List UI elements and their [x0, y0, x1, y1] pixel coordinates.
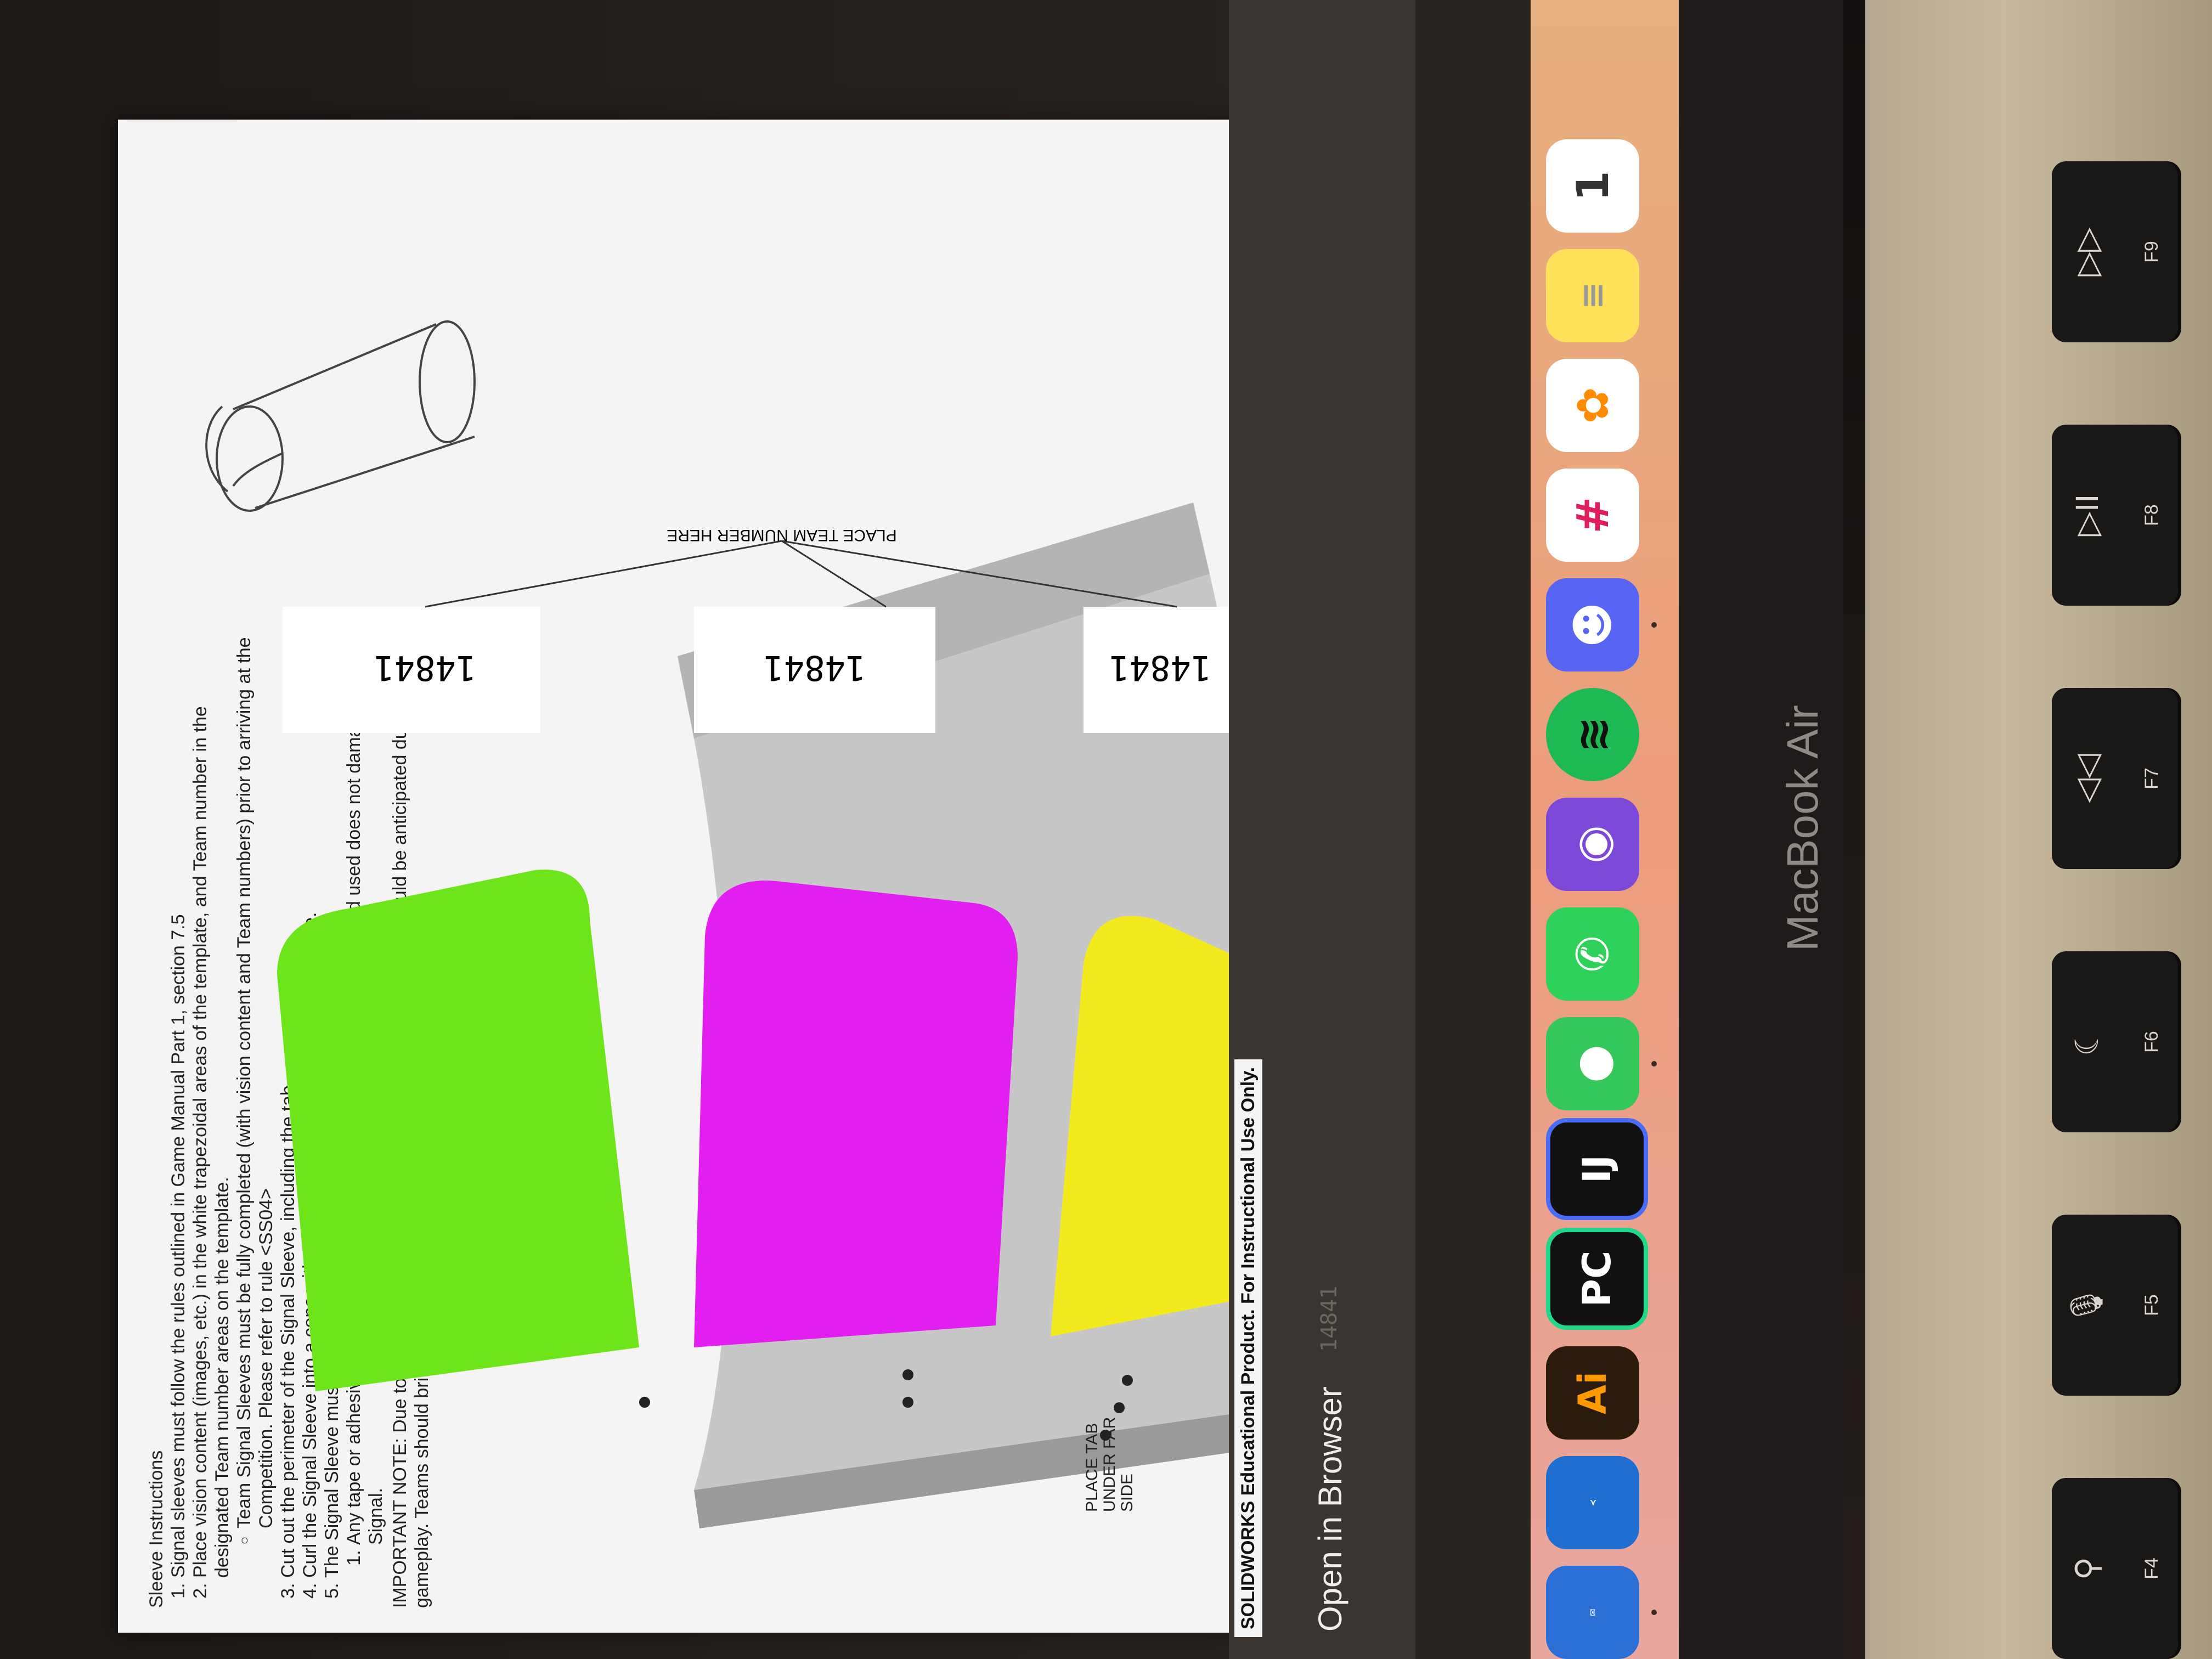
mail-icon[interactable]: ✉	[1546, 1566, 1639, 1659]
tab-strip	[694, 1408, 1276, 1528]
discord-icon[interactable]: ☻	[1546, 578, 1639, 672]
dock-running-indicator	[1651, 1610, 1657, 1615]
place-tab-label: PLACE TAB UNDER FAR SIDE	[1083, 1417, 1136, 1512]
f8-key[interactable]: ▷II F8	[2052, 425, 2178, 606]
vision-panel-left	[277, 870, 639, 1391]
alignment-dot	[902, 1397, 913, 1408]
f6-key[interactable]: ☾ F6	[2052, 951, 2178, 1132]
illustrator-label: Ai	[1570, 1371, 1615, 1415]
vscode-icon[interactable]: ≺	[1546, 1456, 1639, 1549]
dock-running-indicator	[1651, 622, 1657, 628]
team-number-label: PLACE TEAM NUMBER HERE	[667, 526, 897, 544]
pointer-line	[425, 540, 782, 608]
github-icon[interactable]: ◉	[1546, 798, 1639, 891]
whatsapp-icon[interactable]: ✆	[1546, 907, 1639, 1001]
pointer-line	[781, 540, 887, 608]
slack-icon[interactable]: #	[1546, 469, 1639, 562]
vision-panel-middle	[694, 881, 1018, 1347]
f9-label: F9	[2141, 241, 2162, 263]
laptop-screen: Sleeve Instructions Signal sleeves must …	[0, 0, 1701, 1659]
alignment-dot	[1114, 1402, 1125, 1413]
open-in-browser-button[interactable]: Open in Browser	[1312, 1386, 1348, 1632]
rewind-icon: ◁◁	[2069, 754, 2105, 803]
cone-diagram	[205, 320, 476, 512]
pycharm-icon[interactable]: PC	[1546, 1228, 1648, 1330]
macbook-air-label: MacBook Air	[1778, 704, 1827, 951]
preview-footer: SOLIDWORKS Educational Product. For Inst…	[1229, 0, 1415, 1659]
alignment-dot	[902, 1369, 913, 1380]
f7-label: F7	[2141, 768, 2162, 789]
team-number-middle: 14841	[764, 648, 866, 688]
notes-icon[interactable]: ≡	[1546, 249, 1639, 342]
document-preview: Sleeve Instructions Signal sleeves must …	[118, 120, 1276, 1633]
f4-key[interactable]: ⚲ F4	[2052, 1478, 2178, 1659]
f4-label: F4	[2141, 1558, 2162, 1579]
team-number-left: 14841	[374, 648, 477, 688]
calendar-icon[interactable]: 1	[1546, 139, 1639, 233]
fast-forward-icon: ▷▷	[2069, 227, 2105, 276]
pointer-line	[781, 540, 1177, 608]
sleeve-template: 14841 14841 14841 PLACE TEAM NUMBER HERE	[277, 503, 1276, 1528]
f5-key[interactable]: 🎙 F5	[2052, 1215, 2178, 1396]
alignment-dot	[1122, 1375, 1133, 1386]
team-number-right: 14841	[1109, 648, 1212, 688]
f9-key[interactable]: ▷▷ F9	[2052, 161, 2178, 342]
pycharm-label: PC	[1575, 1250, 1620, 1307]
alignment-dot	[1100, 1430, 1111, 1441]
f6-label: F6	[2141, 1031, 2162, 1053]
illustrator-icon[interactable]: Ai	[1546, 1346, 1639, 1440]
spotify-icon[interactable]: ≋	[1546, 688, 1639, 781]
intellij-label: IJ	[1575, 1154, 1620, 1184]
alignment-dot	[639, 1397, 650, 1408]
microphone-icon: 🎙	[2069, 1285, 2104, 1325]
team-number-area-middle	[694, 607, 935, 733]
team-number-area-right	[1084, 607, 1248, 733]
f7-key[interactable]: ◁◁ F7	[2052, 688, 2178, 869]
photos-icon[interactable]: ✿	[1546, 359, 1639, 452]
moon-icon: ☾	[2069, 1028, 2105, 1056]
messages-icon[interactable]: ●	[1546, 1017, 1639, 1110]
f8-label: F8	[2141, 504, 2162, 526]
f5-label: F5	[2141, 1294, 2162, 1316]
solidworks-footer: SOLIDWORKS Educational Product. For Inst…	[1234, 1059, 1262, 1637]
dock-running-indicator	[1651, 1061, 1657, 1066]
faded-team-number: 14841	[1317, 1285, 1342, 1352]
vision-panel-right	[1051, 916, 1276, 1336]
team-number-area-left	[283, 607, 540, 733]
search-icon: ⚲	[2069, 1556, 2105, 1581]
calendar-label: 1	[1567, 171, 1618, 201]
intellij-icon[interactable]: IJ	[1546, 1118, 1648, 1220]
play-pause-icon: ▷II	[2069, 494, 2105, 537]
